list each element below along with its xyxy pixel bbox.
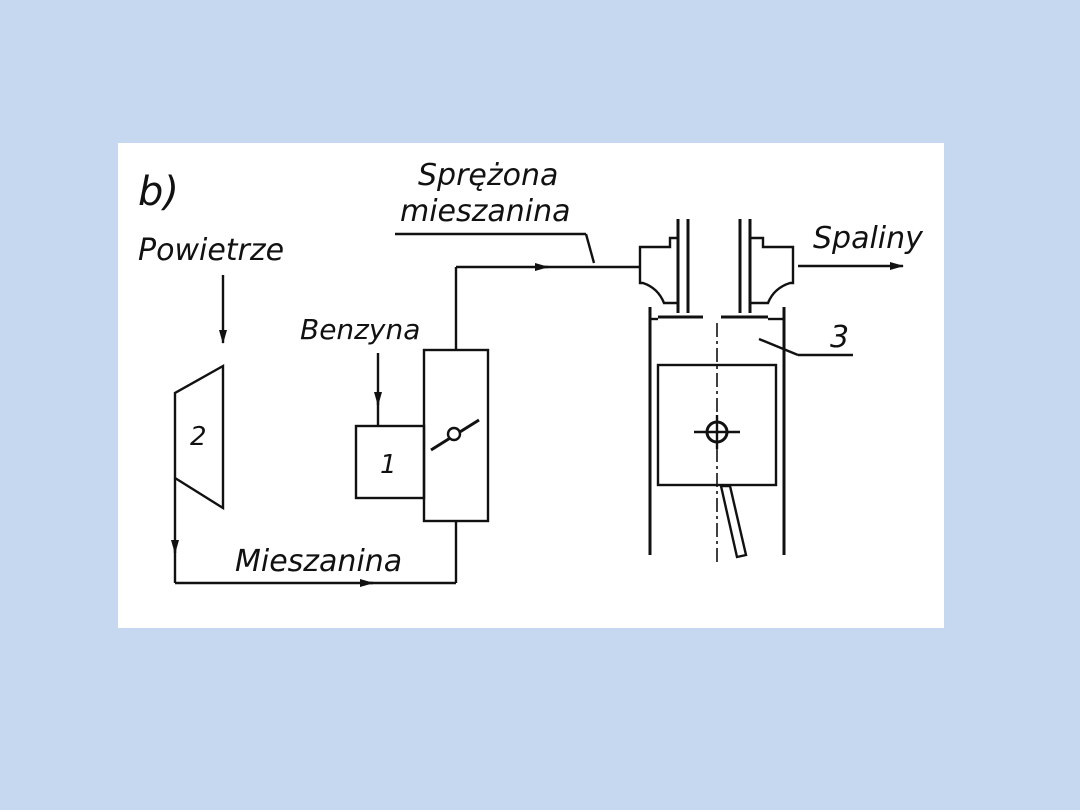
- compressor-number: 2: [190, 422, 207, 452]
- throttle-pivot: [446, 426, 462, 442]
- air-label: Powietrze: [138, 233, 284, 268]
- piston: [656, 363, 778, 487]
- cylinder-leader-diagonal: [758, 337, 799, 357]
- compressed-label-line1: Sprężona: [418, 158, 558, 193]
- engine-flow-diagram: b) Powietrze 2 Mieszanina Benzyna 1 Sprę…: [138, 158, 924, 587]
- compressed-leader-diagonal: [584, 233, 596, 264]
- petrol-label: Benzyna: [300, 313, 420, 346]
- connecting-rod: [719, 484, 748, 559]
- exhaust-port: [748, 236, 795, 305]
- compressed-label-line2: mieszanina: [400, 194, 571, 229]
- intake-port: [638, 236, 680, 305]
- panel-label: b): [138, 169, 179, 215]
- carburetor-number: 1: [380, 450, 397, 480]
- cylinder-number: 3: [830, 320, 849, 355]
- diagram-panel: b) Powietrze 2 Mieszanina Benzyna 1 Sprę…: [118, 143, 944, 628]
- exhaust-label: Spaliny: [813, 221, 924, 256]
- mixture-label: Mieszanina: [235, 544, 402, 579]
